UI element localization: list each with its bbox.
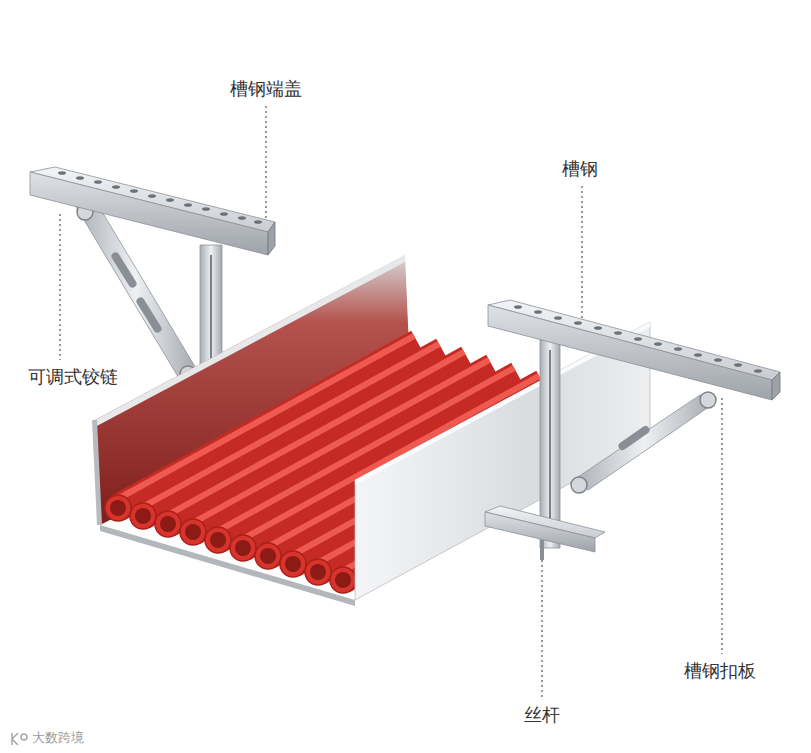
right-bracket-part xyxy=(488,300,780,380)
red-pipes-part-part xyxy=(160,516,176,532)
right-bracket-part xyxy=(617,424,651,451)
red-pipes-part-part xyxy=(260,548,276,564)
part-label: 槽钢 xyxy=(562,158,598,180)
right-bracket-part-part xyxy=(674,347,682,351)
watermark: 大数跨境 xyxy=(32,730,84,746)
part-label: 丝杆 xyxy=(524,704,560,726)
right-bracket-part xyxy=(485,512,595,552)
red-pipes-part-part xyxy=(280,551,306,577)
left-bracket-part-part xyxy=(220,212,228,216)
red-pipes-part-part xyxy=(285,556,301,572)
watermark-logo xyxy=(12,733,27,745)
watermark-logo-part xyxy=(12,733,18,745)
right-bracket-part-part xyxy=(714,358,722,362)
right-bracket-part-part xyxy=(634,337,642,341)
right-bracket-part xyxy=(488,305,772,400)
cable-tray-back-part xyxy=(92,420,102,525)
right-bracket-part-part xyxy=(594,326,602,330)
red-pipes-part-part xyxy=(185,524,201,540)
red-pipes-part-part xyxy=(330,567,356,593)
left-bracket-part-part xyxy=(130,189,138,193)
red-pipes-part-part xyxy=(130,503,156,529)
part-label: 槽钢端盖 xyxy=(230,78,302,100)
left-bracket-part xyxy=(58,171,262,224)
left-bracket-part xyxy=(268,222,275,255)
left-bracket-part-part xyxy=(94,180,102,184)
left-bracket-part-part xyxy=(58,171,66,175)
right-bracket-part-part xyxy=(514,305,522,309)
red-pipes-part-part xyxy=(230,535,256,561)
red-pipes-part-part xyxy=(180,519,206,545)
left-bracket-part-part xyxy=(166,198,174,202)
right-bracket-part-part xyxy=(734,363,742,367)
red-pipes-part-part xyxy=(110,500,126,516)
left-bracket-part xyxy=(30,172,268,255)
right-bracket-part-part xyxy=(654,342,662,346)
left-bracket-part-part xyxy=(202,207,210,211)
red-pipes-part-part xyxy=(310,564,326,580)
left-bracket-part xyxy=(135,296,163,334)
red-pipes-part-part xyxy=(135,508,151,524)
right-bracket-part-part xyxy=(754,369,762,373)
left-bracket-part-part xyxy=(112,185,120,189)
right-bracket-part xyxy=(549,350,551,540)
part-label: 可调式铰链 xyxy=(28,366,118,388)
leader-lines-part xyxy=(541,545,542,698)
right-bracket-part-part xyxy=(534,310,542,314)
left-bracket-part-part xyxy=(254,220,262,224)
right-bracket-part xyxy=(571,477,587,493)
cable-tray-front-part xyxy=(100,525,355,606)
red-pipes-part-part xyxy=(335,572,351,588)
cable-tray-front xyxy=(100,322,650,606)
red-pipes-part-part xyxy=(305,559,331,585)
red-pipes-part-part xyxy=(155,511,181,537)
leader-lines-part xyxy=(59,214,60,360)
part-label: 槽钢扣板 xyxy=(684,660,756,682)
red-pipes-part-part xyxy=(205,527,231,553)
red-pipes-part-part xyxy=(235,540,251,556)
right-bracket xyxy=(485,300,780,560)
red-pipes-part-part xyxy=(210,532,226,548)
red-pipes-part-part xyxy=(255,543,281,569)
leader-lines-part xyxy=(721,398,722,654)
right-bracket-part-part xyxy=(574,321,582,325)
leader-lines-part xyxy=(265,106,266,232)
right-bracket-part xyxy=(772,372,780,400)
watermark-logo-part xyxy=(21,734,27,740)
right-bracket-part xyxy=(514,305,762,373)
right-bracket-part-part xyxy=(554,316,562,320)
left-bracket-part xyxy=(110,251,138,289)
red-pipes-part-part xyxy=(105,495,131,521)
left-bracket-part-part xyxy=(184,203,192,207)
right-bracket-part xyxy=(572,395,716,490)
left-bracket-part-part xyxy=(148,194,156,198)
right-bracket-part-part xyxy=(614,331,622,335)
leader-lines-part xyxy=(581,186,582,318)
right-bracket-part-part xyxy=(694,353,702,357)
left-bracket-part-part xyxy=(238,216,246,220)
right-bracket-part xyxy=(700,392,716,408)
left-bracket-part-part xyxy=(76,176,84,180)
right-bracket-part xyxy=(540,540,544,560)
